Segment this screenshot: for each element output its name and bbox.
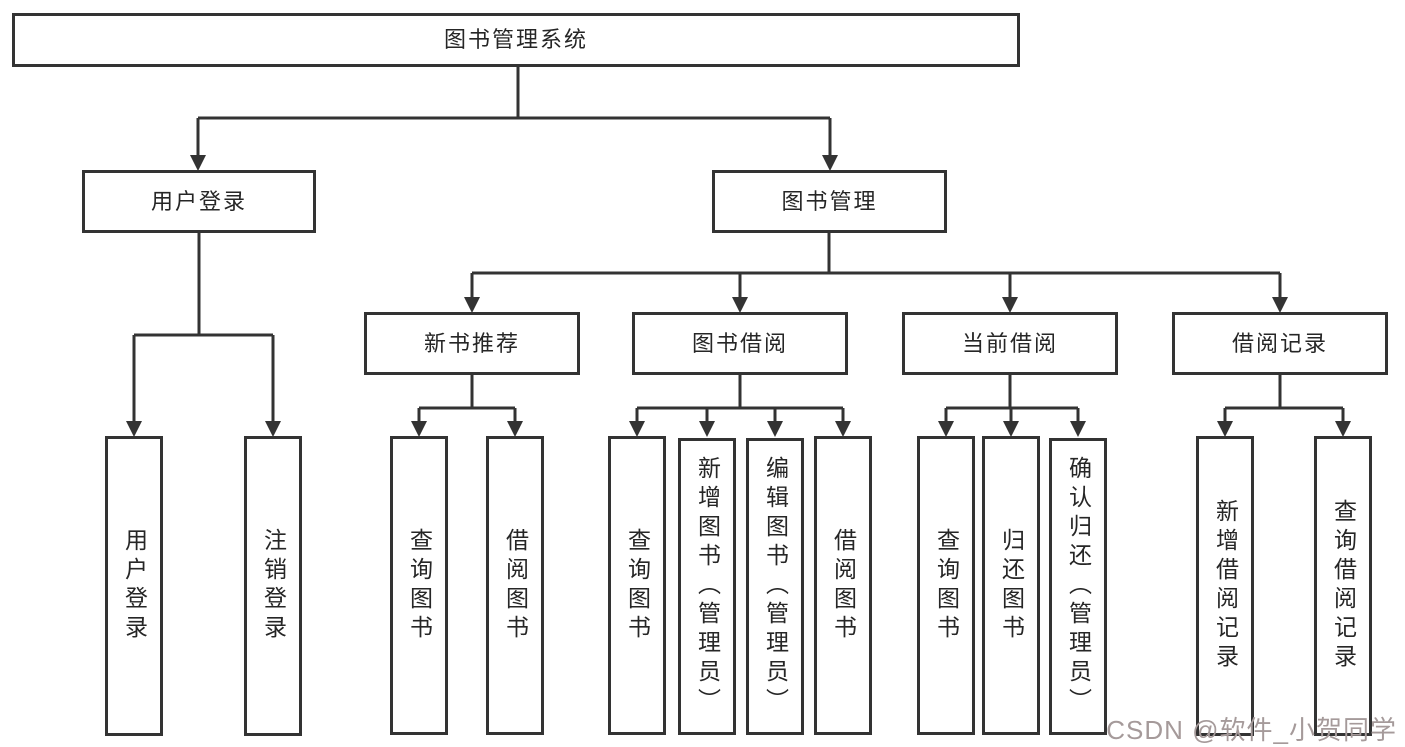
leaf-cb-return-book-label: 归还图书 <box>998 527 1025 644</box>
node-current-borrow: 当前借阅 <box>902 312 1118 375</box>
leaf-logout: 注销登录 <box>244 436 302 736</box>
leaf-nb-borrow-book-label: 借阅图书 <box>502 527 529 644</box>
node-new-book-recommend-label: 新书推荐 <box>423 330 520 356</box>
leaf-br-query-record-label: 查询借阅记录 <box>1330 499 1357 673</box>
node-book-management: 图书管理 <box>712 170 947 233</box>
leaf-cb-query-book-label: 查询图书 <box>933 527 960 644</box>
leaf-nb-borrow-book: 借阅图书 <box>486 436 544 735</box>
node-root-label: 图书管理系统 <box>443 27 588 52</box>
leaf-bb-borrow-book: 借阅图书 <box>814 436 872 735</box>
node-user-login-label: 用户登录 <box>150 188 247 214</box>
leaf-cb-query-book: 查询图书 <box>917 436 975 735</box>
leaf-br-add-record-label: 新增借阅记录 <box>1212 499 1239 673</box>
leaf-user-login: 用户登录 <box>105 436 163 736</box>
leaf-cb-confirm-return-admin-label: 确认归还（管理员） <box>1065 456 1092 717</box>
leaf-br-add-record: 新增借阅记录 <box>1196 436 1254 736</box>
leaf-bb-add-book-admin: 新增图书（管理员） <box>678 438 736 735</box>
leaf-bb-query-book: 查询图书 <box>608 436 666 735</box>
csdn-watermark: CSDN @软件_小贺同学 <box>1106 715 1397 745</box>
node-borrow-record-label: 借阅记录 <box>1231 330 1328 356</box>
leaf-cb-confirm-return-admin: 确认归还（管理员） <box>1049 438 1107 735</box>
leaf-bb-edit-book-admin: 编辑图书（管理员） <box>746 438 804 735</box>
leaf-cb-return-book: 归还图书 <box>982 436 1040 735</box>
leaf-bb-query-book-label: 查询图书 <box>624 527 651 644</box>
leaf-nb-query-book-label: 查询图书 <box>406 527 433 644</box>
node-borrow-record: 借阅记录 <box>1172 312 1388 375</box>
node-user-login: 用户登录 <box>82 170 316 233</box>
node-book-borrow: 图书借阅 <box>632 312 848 375</box>
leaf-user-login-label: 用户登录 <box>121 528 148 644</box>
leaf-br-query-record: 查询借阅记录 <box>1314 436 1372 736</box>
node-book-management-label: 图书管理 <box>781 188 878 214</box>
node-root: 图书管理系统 <box>12 13 1020 67</box>
leaf-bb-borrow-book-label: 借阅图书 <box>830 527 857 644</box>
node-current-borrow-label: 当前借阅 <box>961 330 1058 356</box>
leaf-nb-query-book: 查询图书 <box>390 436 448 735</box>
node-new-book-recommend: 新书推荐 <box>364 312 580 375</box>
leaf-bb-edit-book-admin-label: 编辑图书（管理员） <box>762 456 789 717</box>
leaf-bb-add-book-admin-label: 新增图书（管理员） <box>694 456 721 717</box>
leaf-logout-label: 注销登录 <box>260 528 287 644</box>
node-book-borrow-label: 图书借阅 <box>691 330 788 356</box>
